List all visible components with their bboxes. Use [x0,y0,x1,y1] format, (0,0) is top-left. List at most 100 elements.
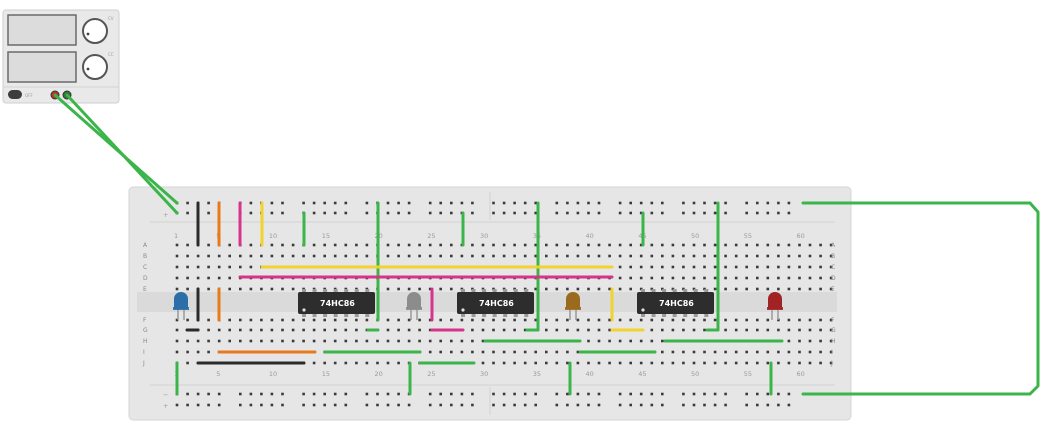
breadboard-hole[interactable] [808,318,812,322]
breadboard-hole[interactable] [439,254,442,258]
breadboard-hole[interactable] [629,318,632,322]
rail-hole[interactable] [397,403,400,407]
breadboard-hole[interactable] [333,243,337,247]
rail-hole[interactable] [460,403,464,407]
breadboard-hole[interactable] [302,254,305,258]
rail-hole[interactable] [576,201,580,205]
breadboard-hole[interactable] [566,361,569,365]
breadboard-hole[interactable] [808,287,812,291]
breadboard-hole[interactable] [323,243,326,247]
breadboard-hole[interactable] [734,318,738,322]
breadboard-hole[interactable] [291,243,295,247]
breadboard-hole[interactable] [207,339,210,343]
breadboard-hole[interactable] [439,318,442,322]
breadboard-hole[interactable] [555,350,559,354]
breadboard-hole[interactable] [587,361,590,365]
breadboard-hole[interactable] [703,318,706,322]
breadboard-hole[interactable] [829,350,833,354]
breadboard-hole[interactable] [618,339,622,343]
breadboard-hole[interactable] [734,328,738,332]
breadboard-hole[interactable] [217,328,221,332]
breadboard-hole[interactable] [196,254,200,258]
breadboard-hole[interactable] [492,318,495,322]
rail-hole[interactable] [323,392,326,396]
breadboard-hole[interactable] [808,328,812,332]
breadboard-hole[interactable] [587,254,590,258]
rail-hole[interactable] [281,403,284,407]
breadboard-hole[interactable] [418,243,421,247]
breadboard-hole[interactable] [249,265,253,269]
breadboard-hole[interactable] [608,254,611,258]
rail-hole[interactable] [249,392,253,396]
rail-hole[interactable] [323,201,326,205]
breadboard-hole[interactable] [386,318,390,322]
rail-hole[interactable] [576,403,580,407]
rail-hole[interactable] [639,403,643,407]
breadboard-hole[interactable] [281,328,284,332]
rail-hole[interactable] [661,211,664,215]
breadboard-hole[interactable] [407,243,411,247]
breadboard-hole[interactable] [650,361,654,365]
breadboard-hole[interactable] [365,361,369,365]
breadboard-hole[interactable] [186,318,189,322]
rail-hole[interactable] [492,211,495,215]
rail-hole[interactable] [471,211,474,215]
breadboard-hole[interactable] [186,350,189,354]
breadboard-hole[interactable] [650,339,654,343]
breadboard-hole[interactable] [450,243,453,247]
breadboard-hole[interactable] [745,328,748,332]
breadboard-hole[interactable] [217,276,221,280]
rail-hole[interactable] [661,201,664,205]
breadboard-hole[interactable] [808,361,812,365]
breadboard-hole[interactable] [682,350,685,354]
breadboard-hole[interactable] [323,328,326,332]
rail-hole[interactable] [439,403,442,407]
rail-hole[interactable] [207,392,210,396]
breadboard-hole[interactable] [639,254,643,258]
rail-hole[interactable] [492,392,495,396]
rail-hole[interactable] [428,201,432,205]
breadboard-hole[interactable] [566,243,569,247]
rail-hole[interactable] [207,201,210,205]
rail-hole[interactable] [312,392,316,396]
breadboard-hole[interactable] [639,361,643,365]
breadboard-hole[interactable] [312,318,316,322]
breadboard-hole[interactable] [777,243,780,247]
breadboard-hole[interactable] [808,265,812,269]
breadboard-hole[interactable] [545,318,548,322]
rail-hole[interactable] [450,403,453,407]
rail-hole[interactable] [502,201,506,205]
breadboard-hole[interactable] [639,339,643,343]
breadboard-hole[interactable] [407,339,411,343]
rail-hole[interactable] [713,211,717,215]
rail-hole[interactable] [682,392,685,396]
breadboard-hole[interactable] [471,328,474,332]
breadboard-hole[interactable] [291,318,295,322]
rail-hole[interactable] [629,201,632,205]
breadboard-hole[interactable] [333,318,337,322]
breadboard-hole[interactable] [798,243,801,247]
breadboard-hole[interactable] [228,287,231,291]
breadboard-hole[interactable] [239,339,242,343]
breadboard-hole[interactable] [597,254,601,258]
breadboard-hole[interactable] [344,328,348,332]
breadboard-hole[interactable] [281,287,284,291]
breadboard-hole[interactable] [450,350,453,354]
breadboard-hole[interactable] [239,318,242,322]
rail-hole[interactable] [249,403,253,407]
rail-hole[interactable] [386,211,390,215]
breadboard-hole[interactable] [333,339,337,343]
breadboard-hole[interactable] [713,318,717,322]
breadboard-hole[interactable] [471,254,474,258]
breadboard-hole[interactable] [745,318,748,322]
breadboard-hole[interactable] [756,276,759,280]
rail-hole[interactable] [312,403,316,407]
rail-hole[interactable] [766,201,770,205]
leds[interactable] [173,292,783,320]
breadboard-hole[interactable] [703,276,706,280]
breadboard-hole[interactable] [608,361,611,365]
breadboard-hole[interactable] [576,328,580,332]
breadboard-hole[interactable] [745,287,748,291]
breadboard-hole[interactable] [713,287,717,291]
breadboard-hole[interactable] [175,265,179,269]
